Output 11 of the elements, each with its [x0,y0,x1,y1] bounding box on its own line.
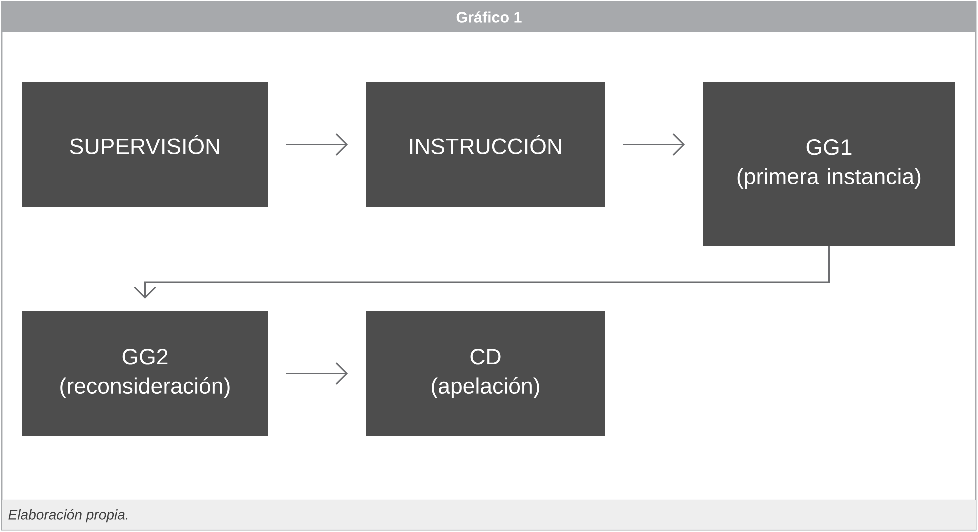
caption: Elaboración propia. [8,509,128,523]
process-box: SUPERVISIÓN [22,82,268,208]
arrow [623,134,685,156]
arrow [286,362,348,385]
title-bar: Gráfico 1 [2,2,976,32]
process-box: GG1 (primera instancia) [703,82,956,246]
arrow [134,246,830,299]
process-box: INSTRUCCIÓN [366,82,606,208]
process-box: CD (apelación) [366,311,606,436]
process-box: GG2 (reconsideración) [22,311,268,436]
arrow [286,134,348,156]
